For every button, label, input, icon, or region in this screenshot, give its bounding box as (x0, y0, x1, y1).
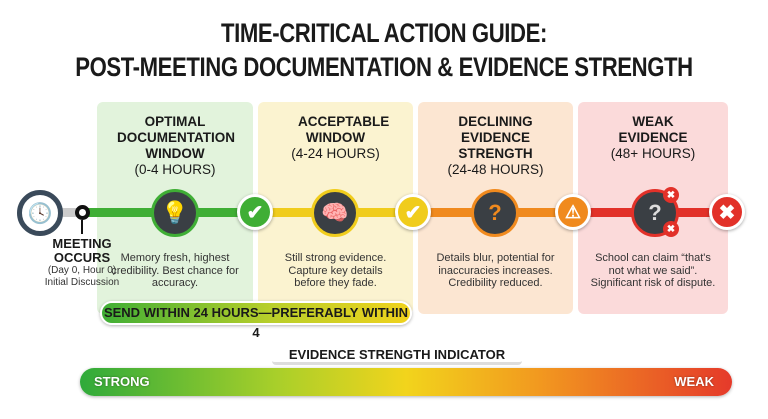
panel-range: (0-4 HOURS) (134, 162, 216, 177)
check-icon: ✔ (395, 194, 431, 230)
x-mark-icon: ✖ (663, 221, 679, 237)
panel-description: Details blur, potential for inaccuracies… (436, 252, 555, 289)
meeting-sub-1: (Day 0, Hour 0) (47, 265, 117, 276)
weak-label: WEAK (674, 374, 714, 389)
panel-range: (24-48 HOURS) (447, 162, 544, 177)
indicator-label: EVIDENCE STRENGTH INDICATOR (272, 345, 522, 365)
title-line-2: POST-MEETING DOCUMENTATION & EVIDENCE ST… (75, 52, 693, 82)
x-icon: ✖ (709, 194, 745, 230)
pin-stem (81, 220, 83, 234)
panel-description: School can claim “that's not what we sai… (590, 252, 716, 289)
meeting-title-2: OCCURS (53, 250, 111, 265)
panel-description: Still strong evidence. Capture key detai… (284, 252, 387, 289)
panel-title: ACCEPTABLE WINDOW (298, 114, 390, 145)
x-mark-icon: ✖ (663, 187, 679, 203)
meeting-title-1: MEETING (52, 236, 112, 251)
panel-title: OPTIMAL DOCUMENTATION WINDOW (117, 114, 235, 161)
title-line-1: TIME-CRITICAL ACTION GUIDE: (221, 18, 547, 48)
clock-icon: 🕓 (17, 190, 63, 236)
strong-label: STRONG (94, 374, 150, 389)
check-icon: ✔ (237, 194, 273, 230)
lightbulb-brain-icon: 💡 (151, 189, 199, 237)
brain-question-icon: ? (471, 189, 519, 237)
meeting-label: MEETING OCCURS (Day 0, Hour 0) Initial D… (20, 237, 144, 289)
panel-range: (4-24 HOURS) (291, 146, 380, 161)
warning-icon: ⚠ (555, 194, 591, 230)
panel-title: DECLINING EVIDENCE STRENGTH (458, 114, 533, 161)
send-within-banner: SEND WITHIN 24 HOURS—PREFERABLY WITHIN 4 (100, 301, 412, 340)
panel-title: WEAK EVIDENCE (618, 114, 688, 145)
pin-icon (75, 205, 90, 220)
evidence-strength-bar: STRONG WEAK (80, 368, 732, 396)
panel-description: Memory fresh, highest credibility. Best … (111, 252, 239, 289)
panel-range: (48+ HOURS) (610, 146, 696, 161)
meeting-sub-2: Initial Discussion (44, 277, 120, 288)
brain-icon: 🧠 (311, 189, 359, 237)
